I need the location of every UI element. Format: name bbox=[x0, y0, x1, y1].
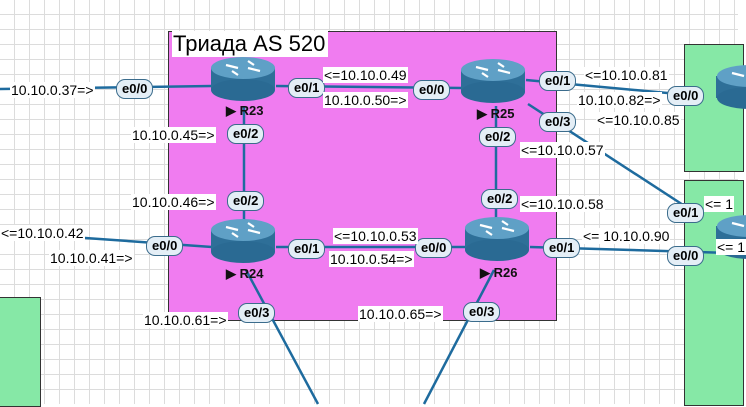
ip-label-10-10-0-49: <=10.10.0.49 bbox=[323, 67, 408, 83]
router-r26-label: ▶ R26 bbox=[480, 265, 518, 280]
router-r25-icon[interactable] bbox=[460, 58, 526, 106]
r25-iface-to-r23[interactable]: e0/0 bbox=[413, 80, 451, 100]
r25-iface-southeast[interactable]: e0/3 bbox=[539, 112, 577, 132]
region-title: Триада AS 520 bbox=[172, 31, 329, 57]
r26-iface-east[interactable]: e0/1 bbox=[543, 238, 581, 258]
r23-iface-to-r25[interactable]: e0/1 bbox=[288, 78, 326, 98]
router-r26-icon[interactable] bbox=[464, 216, 530, 264]
r24-iface-west[interactable]: e0/0 bbox=[146, 236, 184, 256]
r26-iface-to-r25[interactable]: e0/2 bbox=[481, 189, 519, 209]
ip-label-cut-right-a: <= 1 bbox=[704, 196, 735, 212]
r26-iface-to-r24[interactable]: e0/0 bbox=[415, 238, 453, 258]
router-r25-label: ▶ R25 bbox=[477, 106, 515, 121]
neighbor-top-right-iface[interactable]: e0/0 bbox=[667, 86, 705, 106]
ip-label-10-10-0-45: 10.10.0.45=> bbox=[131, 127, 216, 143]
r25-iface-east[interactable]: e0/1 bbox=[539, 71, 577, 91]
ip-label-10-10-0-61: 10.10.0.61=> bbox=[143, 312, 228, 328]
ip-label-10-10-0-82: 10.10.0.82=> bbox=[577, 92, 662, 108]
ip-label-10-10-0-50: 10.10.0.50=> bbox=[323, 92, 408, 108]
neighbor-bottom-right-iface-b[interactable]: e0/0 bbox=[667, 246, 705, 266]
router-r23-icon[interactable] bbox=[210, 56, 276, 104]
ip-label-cut-right-b: <= 1 bbox=[716, 239, 746, 255]
ip-label-10-10-0-81: <=10.10.0.81 bbox=[584, 67, 669, 83]
r24-iface-to-r23[interactable]: e0/2 bbox=[227, 191, 265, 211]
r25-iface-to-r26[interactable]: e0/2 bbox=[479, 127, 517, 147]
link-r26-south bbox=[422, 269, 496, 405]
ip-label-10-10-0-85: <=10.10.0.85 bbox=[596, 112, 681, 128]
r24-iface-to-r26[interactable]: e0/1 bbox=[288, 239, 326, 259]
router-partial-top-right-icon[interactable] bbox=[716, 64, 746, 112]
r24-iface-south[interactable]: e0/3 bbox=[238, 303, 276, 323]
router-r24-icon[interactable] bbox=[210, 218, 276, 266]
ip-label-10-10-0-54: 10.10.0.54=> bbox=[329, 251, 414, 267]
ip-label-10-10-0-57: <=10.10.0.57 bbox=[520, 142, 605, 158]
ip-label-10-10-0-42: <=10.10.0.42 bbox=[0, 225, 85, 241]
ip-label-10-10-0-65: 10.10.0.65=> bbox=[358, 306, 443, 322]
ip-label-10-10-0-90: <= 10.10.0.90 bbox=[582, 228, 671, 244]
router-r24-label: ▶ R24 bbox=[226, 266, 264, 281]
router-r23-label: ▶ R23 bbox=[226, 103, 264, 118]
r23-iface-west[interactable]: e0/0 bbox=[116, 79, 154, 99]
ip-label-10-10-0-41: 10.10.0.41=> bbox=[49, 250, 134, 266]
r26-iface-south[interactable]: e0/3 bbox=[463, 302, 501, 322]
r23-iface-to-r24[interactable]: e0/2 bbox=[227, 124, 265, 144]
neighbor-bottom-right-iface-a[interactable]: e0/1 bbox=[667, 203, 705, 223]
link-r24-south bbox=[244, 269, 320, 405]
ip-label-10-10-0-53: <=10.10.0.53 bbox=[333, 228, 418, 244]
ip-label-10-10-0-37: 10.10.0.37=> bbox=[10, 82, 95, 98]
neighbor-area-top-right bbox=[684, 44, 744, 172]
ip-label-10-10-0-58: <=10.10.0.58 bbox=[520, 196, 605, 212]
ip-label-10-10-0-46: 10.10.0.46=> bbox=[131, 194, 216, 210]
